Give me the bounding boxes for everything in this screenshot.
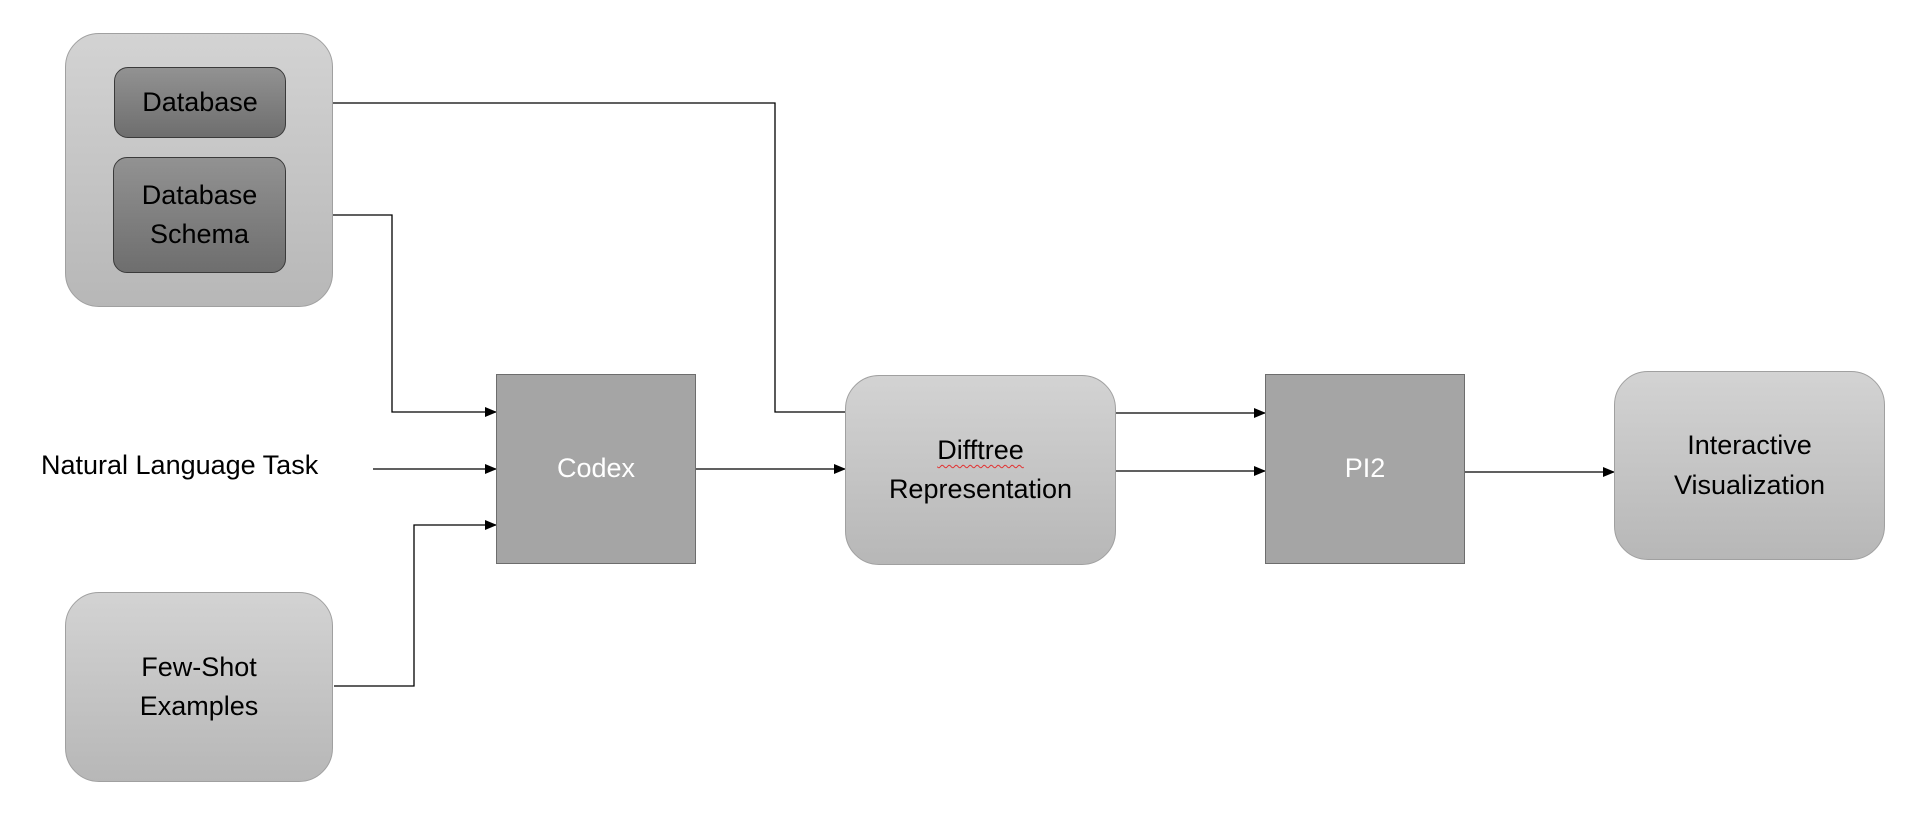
arrow-fewshot-to-codex — [334, 520, 497, 687]
difftree-representation-box: Difftree Representation — [845, 375, 1116, 565]
difftree-label: Difftree — [937, 434, 1024, 465]
interactive-visualization-label: Interactive Visualization — [1673, 430, 1826, 500]
arrow-schema-to-codex — [286, 214, 497, 417]
codex-label: Codex — [556, 453, 636, 484]
database-schema-label: Database Schema — [141, 179, 258, 249]
natural-language-task-label: Natural Language Task — [41, 450, 319, 480]
database-schema-box: Database Schema — [113, 157, 286, 273]
few-shot-examples-label: Few-Shot Examples — [139, 651, 259, 721]
interactive-visualization-box: Interactive Visualization — [1614, 371, 1885, 560]
database-label: Database — [142, 86, 258, 117]
database-box: Database — [114, 67, 286, 138]
few-shot-examples-box: Few-Shot Examples — [65, 592, 333, 782]
arrow-database-to-difftree — [286, 102, 845, 413]
pi2-box: PI2 — [1265, 374, 1465, 564]
codex-box: Codex — [496, 374, 696, 564]
pi2-label: PI2 — [1344, 453, 1386, 484]
representation-label: Representation — [888, 474, 1073, 504]
